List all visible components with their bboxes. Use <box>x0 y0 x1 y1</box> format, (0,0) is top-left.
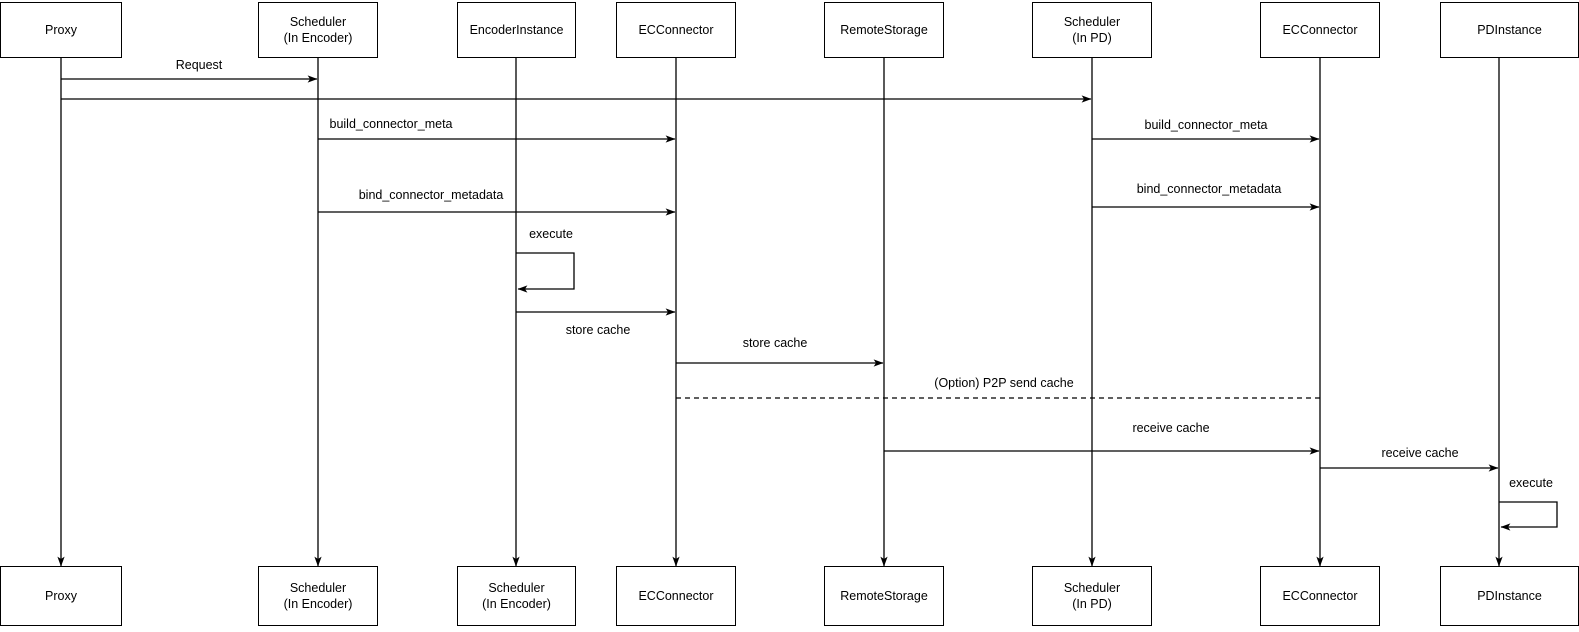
message-label-build-connector-meta-enc: build_connector_meta <box>329 117 453 131</box>
participant-label-line1: ECConnector <box>638 23 714 37</box>
participant-top-box-scheduler-enc[interactable]: Scheduler (In Encoder) <box>258 2 378 58</box>
message-label-bind-connector-metadata-pd: bind_connector_metadata <box>1136 182 1282 196</box>
participant-label-line1: RemoteStorage <box>840 23 928 37</box>
participant-label-line1: Proxy <box>45 23 77 37</box>
participant-label-line2: (In Encoder) <box>283 31 353 45</box>
message-label-store-cache-enc: store cache <box>565 323 631 337</box>
participant-label-line1: Scheduler <box>1063 15 1121 29</box>
message-self-loop-execute-pdinstance <box>1499 501 1558 531</box>
message-label-receive-cache-pdinst: receive cache <box>1381 446 1459 460</box>
message-label-p2p-send-cache: (Option) P2P send cache <box>934 376 1074 390</box>
participant-top-box-pdinstance[interactable]: PDInstance <box>1440 2 1579 58</box>
participant-label-line2: (In Encoder) <box>283 597 353 611</box>
participant-label-line1: Scheduler <box>289 581 347 595</box>
participant-label-line2: (In PD) <box>1072 31 1112 45</box>
participant-bottom-box-scheduler-pd[interactable]: Scheduler (In PD) <box>1032 566 1152 626</box>
participant-label-line1: Scheduler <box>488 581 545 595</box>
message-label-store-cache-remote: store cache <box>742 336 808 350</box>
participant-label-line1: ECConnector <box>1282 589 1358 603</box>
participant-bottom-box-pdinstance[interactable]: PDInstance <box>1440 566 1579 626</box>
participant-label-line1: PDInstance <box>1477 589 1542 603</box>
participant-label-line2: (In PD) <box>1072 597 1112 611</box>
message-label-execute-pdinstance: execute <box>1509 476 1553 490</box>
participant-top-box-proxy[interactable]: Proxy <box>0 2 122 58</box>
participant-label-line2: (In Encoder) <box>482 597 551 611</box>
participant-top-box-remotestorage[interactable]: RemoteStorage <box>824 2 944 58</box>
participant-label-line1: Scheduler <box>289 15 347 29</box>
participant-label-line1: ECConnector <box>638 589 714 603</box>
participant-label-line1: Scheduler <box>1063 581 1121 595</box>
participant-label-line1: ECConnector <box>1282 23 1358 37</box>
participant-top-box-scheduler-pd[interactable]: Scheduler (In PD) <box>1032 2 1152 58</box>
participant-label-line1: PDInstance <box>1477 23 1542 37</box>
participant-bottom-box-proxy[interactable]: Proxy <box>0 566 122 626</box>
participant-label-line1: EncoderInstance <box>469 23 564 37</box>
participant-bottom-box-ecconnector-enc[interactable]: ECConnector <box>616 566 736 626</box>
participant-label-line1: RemoteStorage <box>840 589 928 603</box>
participant-top-box-encoderinstance[interactable]: EncoderInstance <box>457 2 576 58</box>
messages-group <box>61 75 1558 531</box>
message-label-execute-encoder: execute <box>529 227 573 241</box>
lifelines-group <box>57 58 1503 567</box>
message-label-build-connector-meta-pd: build_connector_meta <box>1144 118 1268 132</box>
participant-bottom-box-encoderinstance[interactable]: Scheduler (In Encoder) <box>457 566 576 626</box>
message-label-bind-connector-metadata-enc: bind_connector_metadata <box>358 188 504 202</box>
participant-label-line1: Proxy <box>45 589 77 603</box>
message-label-request: Request <box>175 58 223 72</box>
participant-bottom-box-remotestorage[interactable]: RemoteStorage <box>824 566 944 626</box>
message-label-receive-cache-pd: receive cache <box>1132 421 1210 435</box>
participant-bottom-box-ecconnector-pd[interactable]: ECConnector <box>1260 566 1380 626</box>
participant-top-box-ecconnector-pd[interactable]: ECConnector <box>1260 2 1380 58</box>
message-self-loop-execute-encoder <box>516 252 575 293</box>
participant-top-box-ecconnector-enc[interactable]: ECConnector <box>616 2 736 58</box>
participant-bottom-box-scheduler-enc[interactable]: Scheduler (In Encoder) <box>258 566 378 626</box>
